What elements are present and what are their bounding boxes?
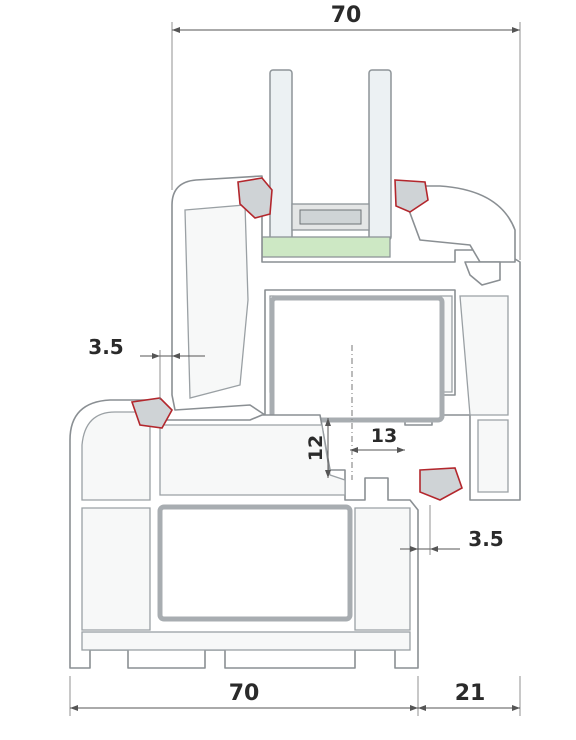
dim-right-wall: 3.5 <box>468 527 503 551</box>
glazing-unit <box>261 69 392 258</box>
gasket-frame-outer <box>130 397 173 429</box>
gaskets <box>130 177 463 501</box>
bottom-dimension <box>69 676 521 716</box>
glazing-spacer <box>261 236 391 258</box>
dim-rebate-width: 13 <box>371 425 397 447</box>
gasket-inner-sash <box>394 179 429 213</box>
frame-profile <box>69 399 419 669</box>
dim-rebate-height: 12 <box>305 435 327 461</box>
rebate-height-dimension <box>325 418 331 478</box>
gasket-frame-inner <box>419 467 463 501</box>
rebate-width-dimension <box>350 447 405 453</box>
sash-profile <box>171 175 521 501</box>
gasket-outer-sash <box>237 177 273 219</box>
dim-top-width: 70 <box>331 3 362 28</box>
right-wall-dimension <box>400 505 460 555</box>
steel-reinforcement-sash <box>269 295 445 423</box>
dim-bottom-offset: 21 <box>455 681 486 706</box>
steel-reinforcement-frame <box>157 504 353 622</box>
left-wall-dimension <box>140 350 205 400</box>
dim-bottom-frame-width: 70 <box>229 681 260 706</box>
top-dimension <box>171 22 521 260</box>
dim-left-wall: 3.5 <box>88 335 123 359</box>
